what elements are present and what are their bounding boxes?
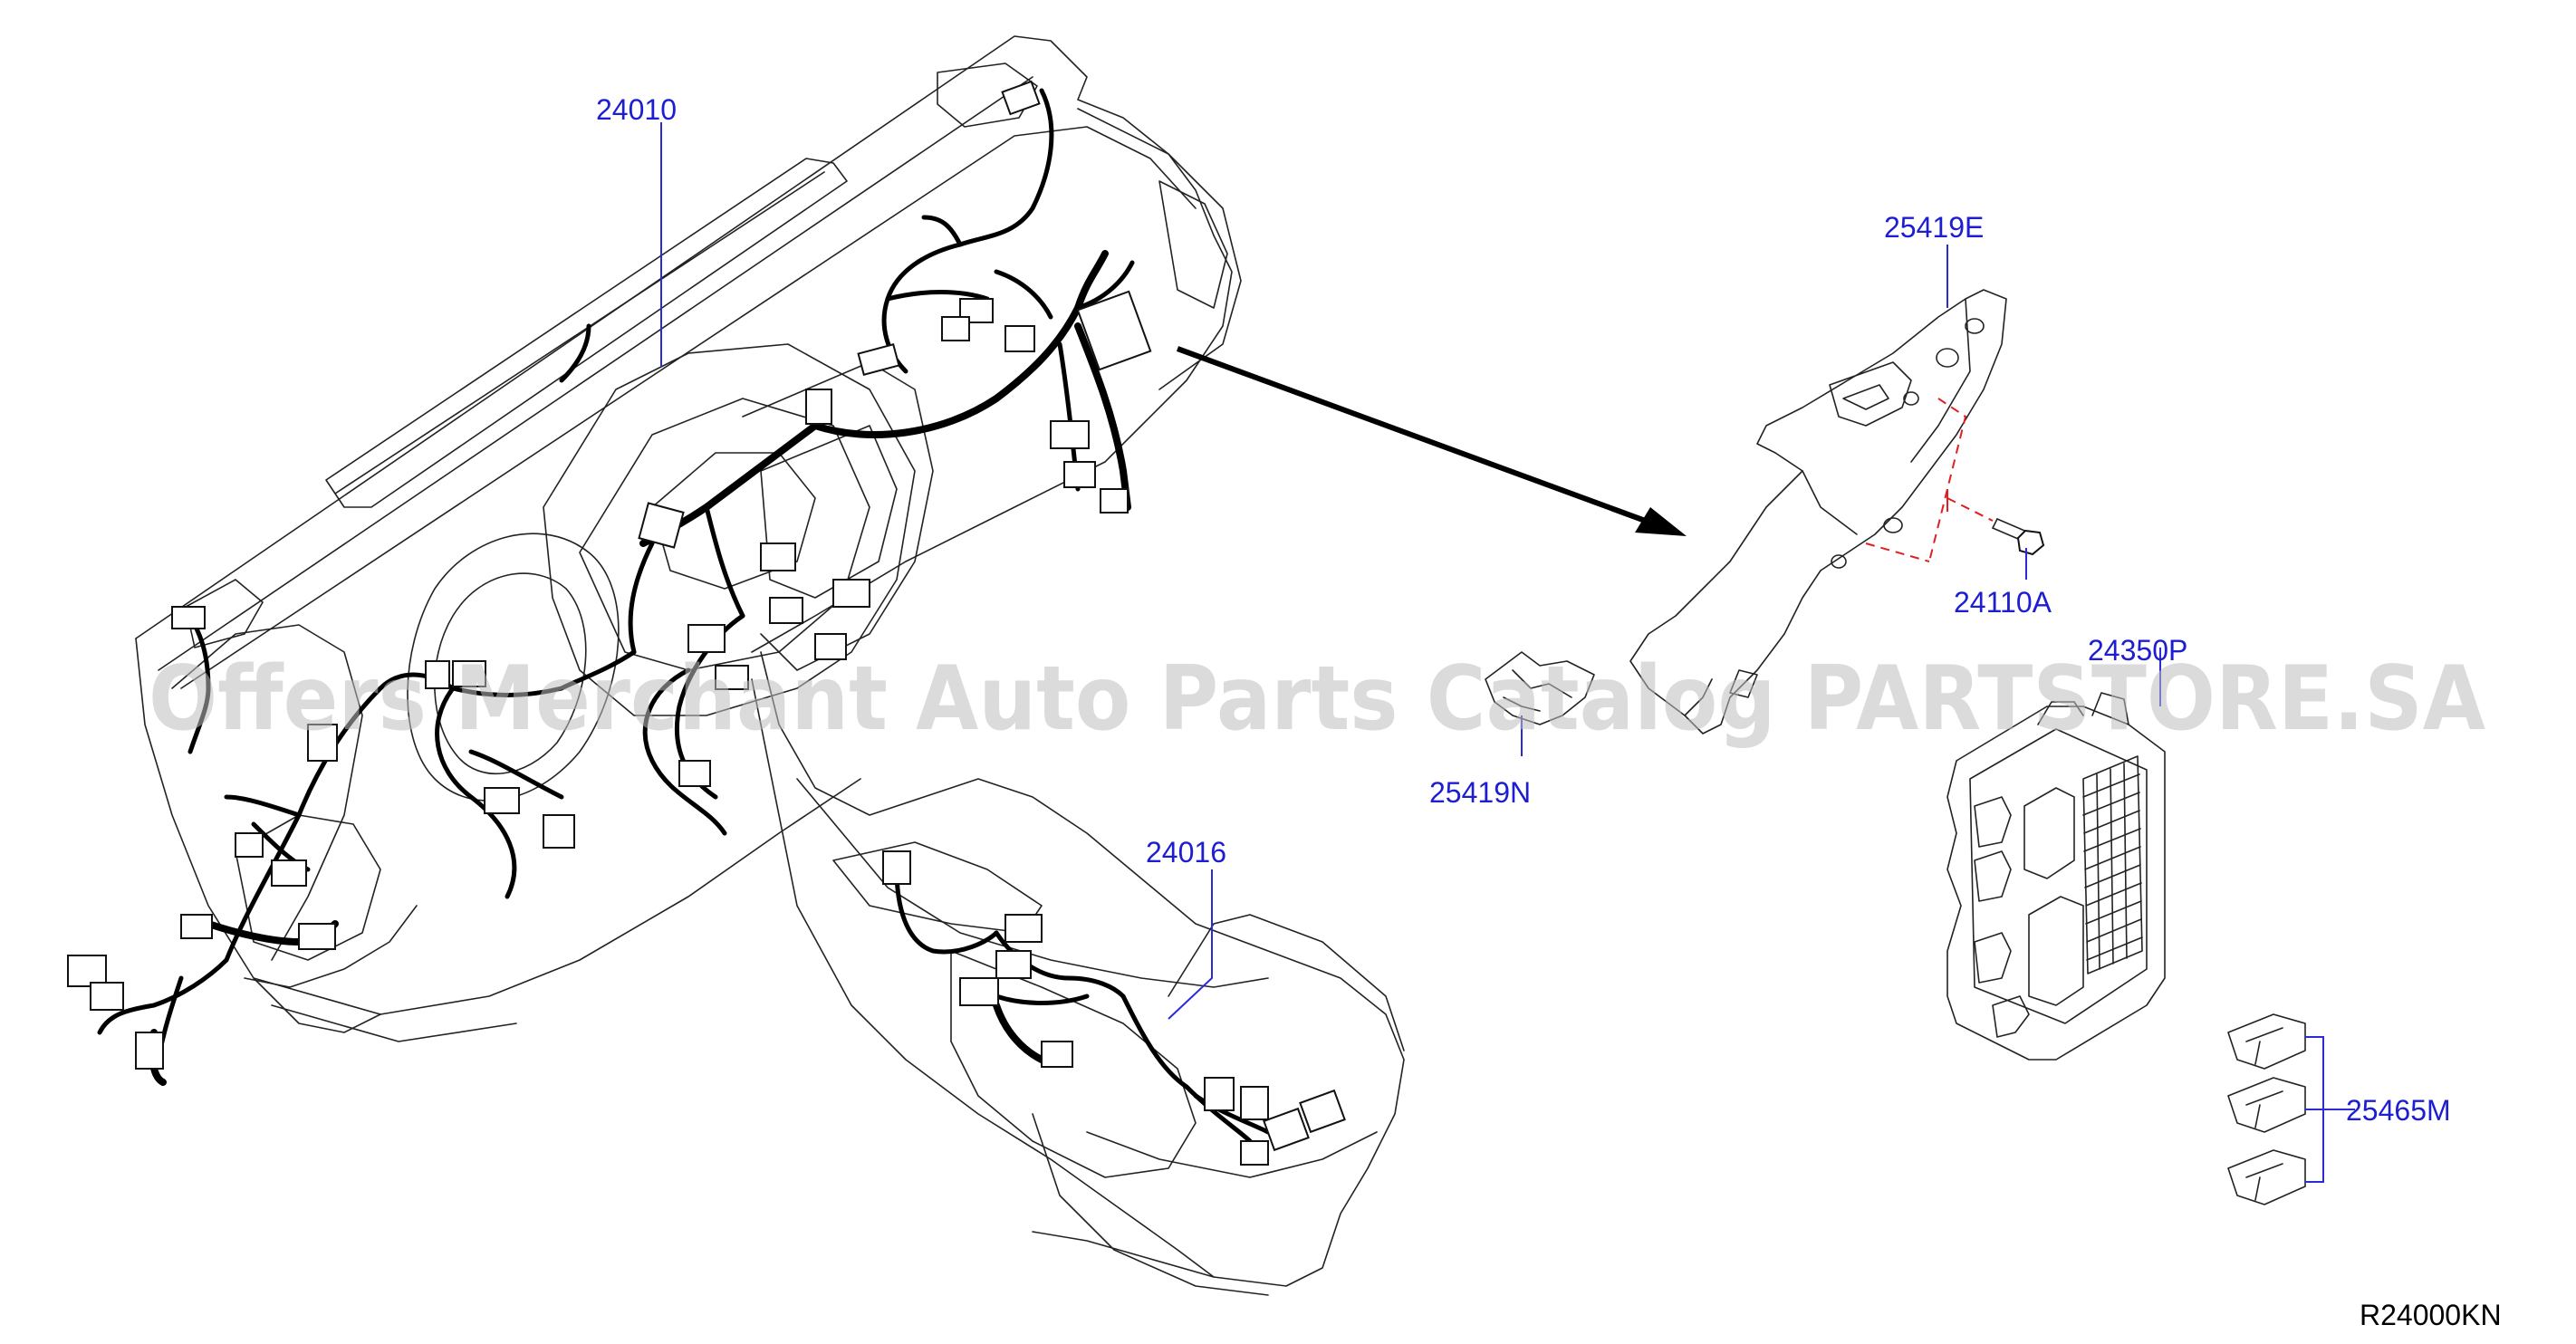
fuse-block-drawing [1946, 692, 2166, 1061]
bolt-guide [1865, 398, 1994, 562]
label-24010[interactable]: 24010 [596, 93, 677, 126]
watermark: Offers Merchant Auto Parts Catalog PARTS… [149, 648, 2485, 751]
label-25419E[interactable]: 25419E [1884, 211, 1984, 244]
label-24016[interactable]: 24016 [1146, 836, 1226, 869]
fuses-drawing [2227, 1013, 2306, 1205]
console-harness-connectors [882, 850, 1346, 1166]
label-25419N[interactable]: 25419N [1429, 776, 1531, 809]
part-labels: 24010 24016 25419E 24110A 25419N 24350P … [596, 93, 2451, 1127]
clip-drawing [1485, 651, 1595, 725]
instrument-panel-drawing [135, 35, 1405, 1296]
pointer-arrow [1176, 346, 1687, 536]
leader-lines [660, 122, 2355, 1183]
label-24110A[interactable]: 24110A [1954, 586, 2052, 619]
diagram-code: R24000KN [2360, 1299, 2502, 1331]
main-harness-drawing [97, 88, 1135, 1086]
main-harness-connectors [67, 80, 1152, 1070]
bracket-drawing [1629, 289, 2007, 734]
label-24350P[interactable]: 24350P [2088, 634, 2187, 667]
label-25465M[interactable]: 25465M [2346, 1094, 2451, 1127]
fuse-slots [2082, 763, 2143, 970]
bolt-drawing [1992, 518, 2045, 556]
